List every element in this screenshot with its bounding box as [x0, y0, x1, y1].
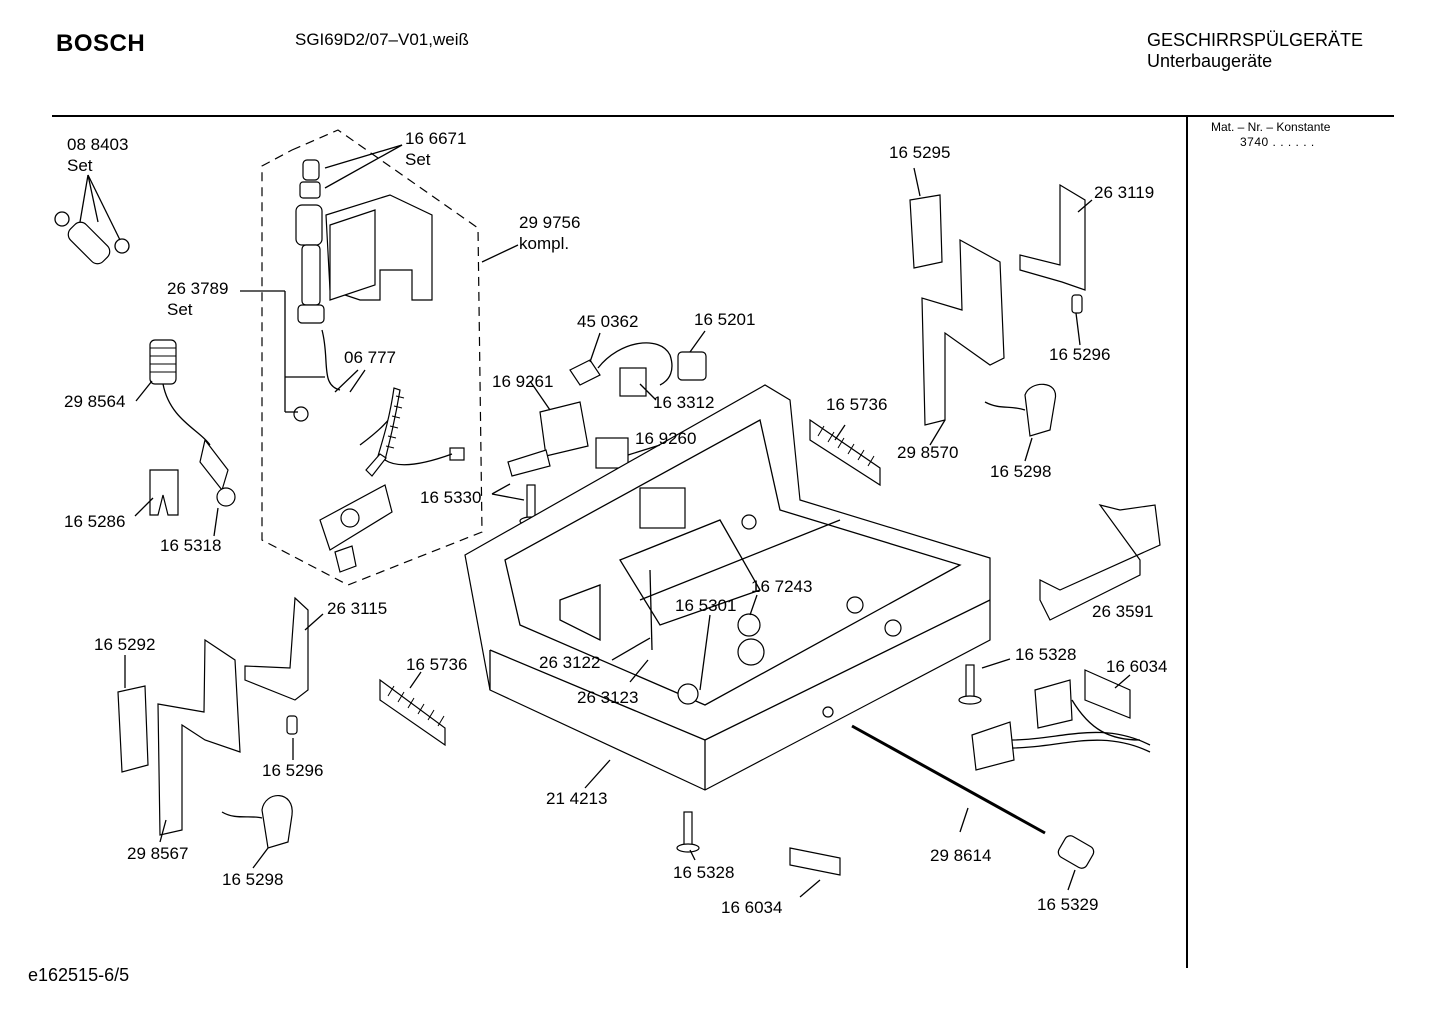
part-label: 16 5296 [1049, 345, 1111, 364]
part-label: 08 8403 [67, 135, 129, 154]
part-label: 06 777 [344, 348, 396, 367]
part-label: 16 6034 [721, 898, 783, 917]
part-label: Set [67, 156, 93, 175]
rod-part [851, 724, 1046, 835]
heater-strip-part-2 [379, 678, 446, 747]
part-label: 29 8614 [930, 846, 992, 865]
part-label: Set [167, 300, 193, 319]
part-label: 26 3119 [1094, 183, 1155, 202]
part-label: kompl. [519, 234, 570, 253]
model-number: SGI69D2/07–V01,weiß [295, 30, 469, 49]
foot-screw-part-3 [676, 811, 700, 853]
part-label: 45 0362 [577, 312, 639, 331]
part-label: 29 8564 [64, 392, 126, 411]
electronic-module-parts [507, 401, 629, 477]
brand-logo-text: BOSCH [56, 30, 146, 57]
assembly-outline-dashed [261, 129, 483, 586]
inlet-valve-assembly [295, 159, 433, 324]
part-label: 16 9261 [492, 372, 554, 391]
part-label: 16 7243 [751, 577, 813, 596]
part-label: 26 3789 [167, 279, 229, 298]
material-number-heading: Mat. – Nr. – Konstante [1211, 120, 1331, 134]
part-label: 16 5298 [990, 462, 1052, 481]
hose-coil-part [293, 329, 465, 477]
heater-strip-part-1 [809, 418, 881, 487]
leader-lines [79, 144, 1131, 898]
part-label: 26 3115 [327, 599, 388, 618]
part-label: 26 3123 [577, 688, 639, 707]
part-label: 16 5329 [1037, 895, 1099, 914]
part-label: 16 5295 [889, 143, 951, 162]
right-bracket-parts [909, 183, 1086, 437]
part-label: 16 5736 [406, 655, 468, 674]
plug-part [1057, 835, 1095, 869]
part-label: 16 5201 [694, 310, 756, 329]
part-label: 21 4213 [546, 789, 608, 808]
part-label: 16 5328 [673, 863, 735, 882]
hose-set-part [54, 211, 130, 265]
part-label: 16 3312 [653, 393, 715, 412]
part-label: 16 5292 [94, 635, 156, 654]
part-label: 26 3122 [539, 653, 601, 672]
part-label: 16 5286 [64, 512, 126, 531]
part-label: 16 5318 [160, 536, 222, 555]
foot-screw-part-2 [958, 664, 982, 705]
material-number-value: 3740 . . . . . . [1240, 135, 1315, 149]
cable-connector-parts [569, 342, 707, 397]
part-label: 16 6034 [1106, 657, 1168, 676]
part-label: 16 5736 [826, 395, 888, 414]
wiring-harness-part [971, 669, 1151, 771]
cover-bracket-part [1039, 504, 1161, 621]
part-label: 16 9260 [635, 429, 697, 448]
part-label: Set [405, 150, 431, 169]
connector-strip-part [789, 847, 841, 876]
base-tub-part [464, 384, 991, 791]
part-label: 29 9756 [519, 213, 581, 232]
part-label: 16 5301 [675, 596, 737, 615]
category-title: GESCHIRRSPÜLGERÄTE [1147, 30, 1364, 50]
clip-part [149, 469, 179, 516]
sensor-housing-part [319, 484, 393, 573]
part-label: 26 3591 [1092, 602, 1154, 621]
part-label: 16 5298 [222, 870, 284, 889]
part-label: 29 8570 [897, 443, 959, 462]
part-label: 29 8567 [127, 844, 189, 863]
part-label: 16 5296 [262, 761, 324, 780]
document-id: e162515-6/5 [28, 965, 130, 985]
left-bracket-parts [117, 596, 309, 849]
subcategory-title: Unterbaugeräte [1147, 51, 1273, 71]
part-label: 16 6671 [405, 129, 467, 148]
part-label: 16 5330 [420, 488, 482, 507]
part-label: 16 5328 [1015, 645, 1077, 664]
seal-hose-part [149, 339, 236, 507]
